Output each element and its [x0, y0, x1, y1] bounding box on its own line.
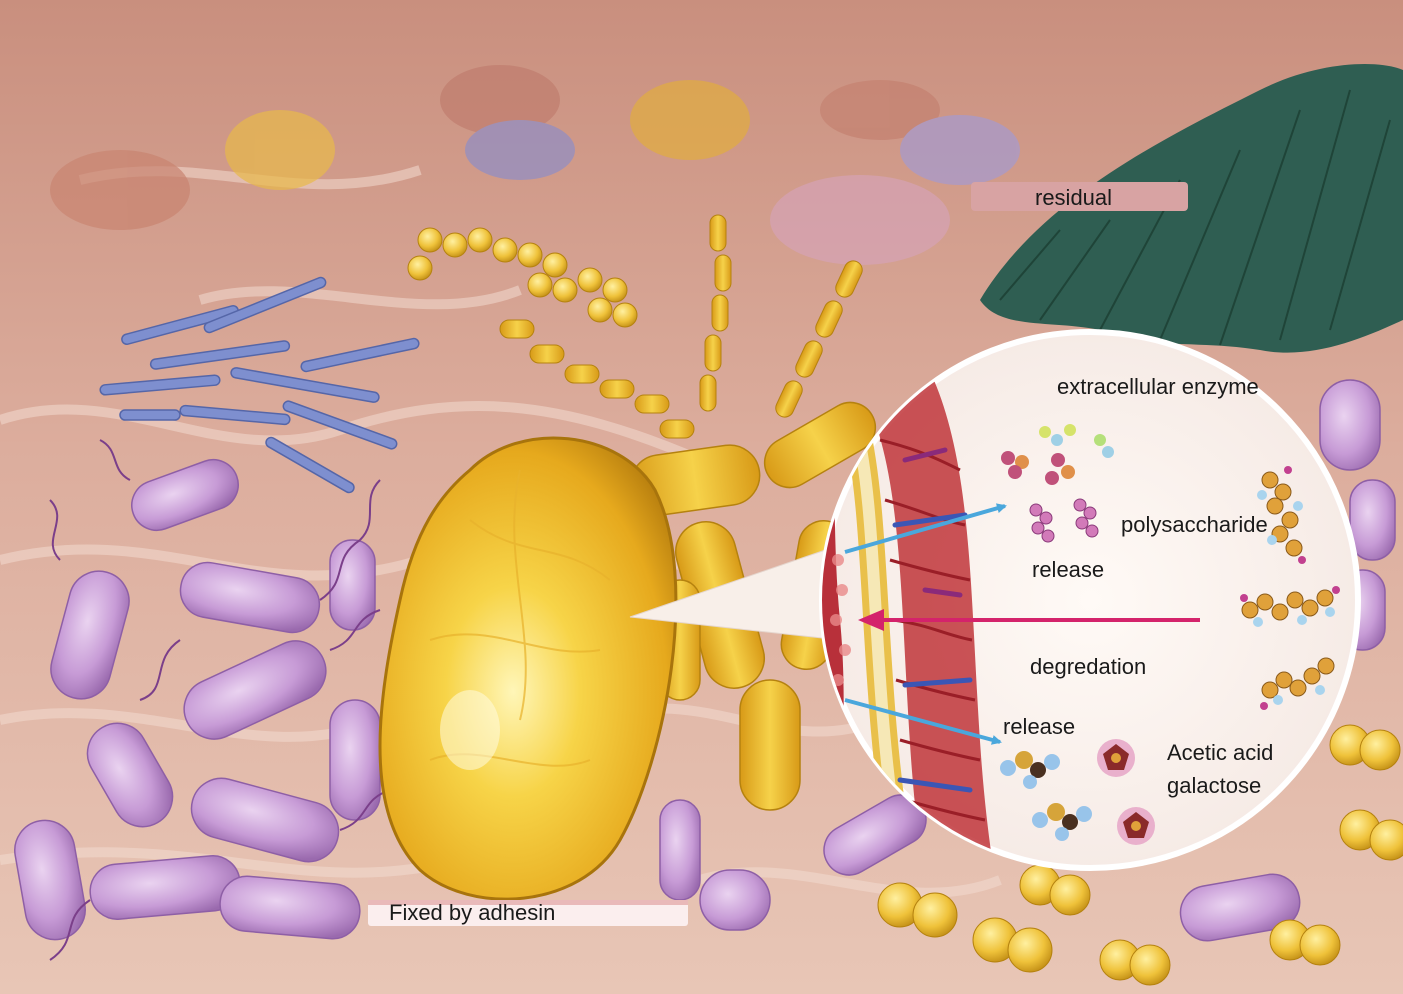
- release-label-top: release: [1032, 559, 1104, 581]
- galactose-label: galactose: [1167, 775, 1261, 797]
- fixed-by-adhesin-label: Fixed by adhesin: [389, 902, 555, 924]
- acetic-acid-label: Acetic acid: [1167, 742, 1273, 764]
- degredation-label: degredation: [1030, 656, 1146, 678]
- polysaccharide-label: polysaccharide: [1121, 514, 1268, 536]
- extracellular-enzyme-label: extracellular enzyme: [1057, 376, 1259, 398]
- residual-label: residual: [1035, 187, 1112, 209]
- release-label-bottom: release: [1003, 716, 1075, 738]
